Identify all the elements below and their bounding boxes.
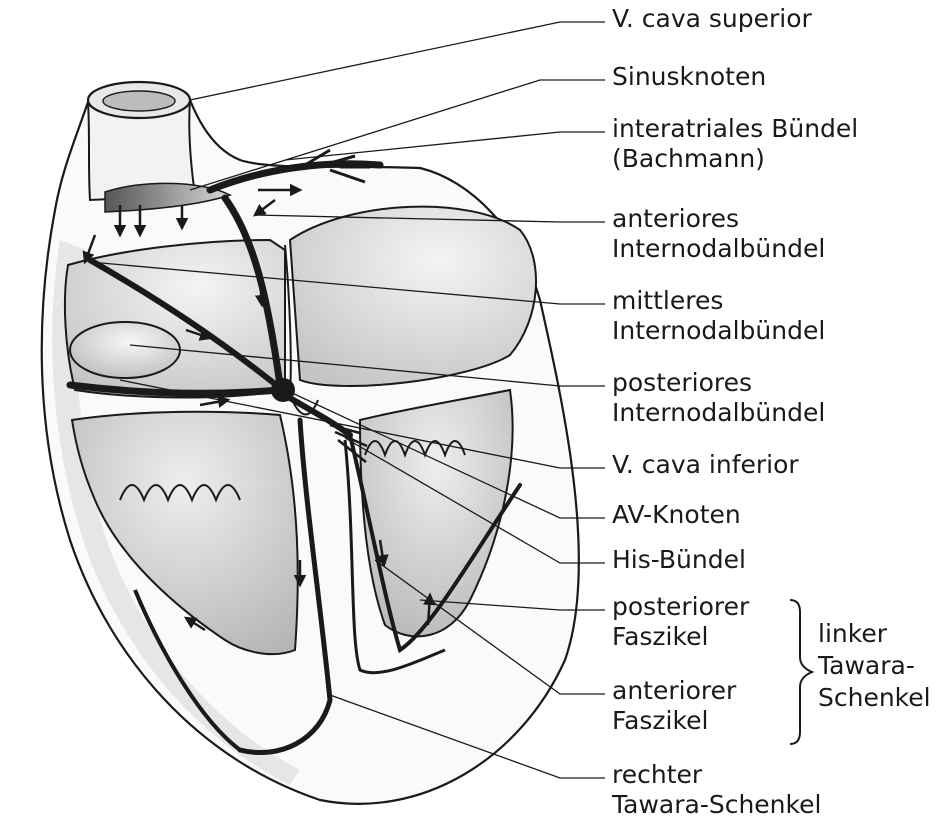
- label-anterior-internodal: anteriores Internodalbündel: [612, 204, 825, 264]
- label-sinusknoten: Sinusknoten: [612, 62, 766, 92]
- label-av-knoten: AV-Knoten: [612, 500, 741, 530]
- label-his-buendel: His-Bündel: [612, 545, 746, 575]
- label-ant-fascicle-line2: Faszikel: [612, 706, 736, 736]
- label-left-bundle-branch-group: linker Tawara- Schenkel: [818, 618, 931, 714]
- label-ant-fascicle-line1: anteriorer: [612, 676, 736, 706]
- label-middle-internodal: mittleres Internodalbündel: [612, 286, 825, 346]
- label-middle-line1: mittleres: [612, 286, 825, 316]
- label-right-bundle-branch: rechter Tawara-Schenkel: [612, 760, 821, 820]
- label-middle-line2: Internodalbündel: [612, 316, 825, 346]
- label-interatrial-bundle: interatriales Bündel (Bachmann): [612, 114, 858, 174]
- label-anterior-fascicle: anteriorer Faszikel: [612, 676, 736, 736]
- vena-cava-inferior-opening: [70, 322, 180, 378]
- group-label-line3: Schenkel: [818, 682, 931, 714]
- label-vena-cava-inferior: V. cava inferior: [612, 450, 799, 480]
- label-vena-cava-superior: V. cava superior: [612, 4, 812, 34]
- left-atrium: [290, 207, 536, 386]
- label-post-fascicle-line2: Faszikel: [612, 622, 749, 652]
- label-interatrial-line1: interatriales Bündel: [612, 114, 858, 144]
- label-rechter-line2: Tawara-Schenkel: [612, 790, 821, 820]
- label-post-fascicle-line1: posteriorer: [612, 592, 749, 622]
- group-label-line2: Tawara-: [818, 650, 931, 682]
- label-interatrial-line2: (Bachmann): [612, 144, 858, 174]
- label-anterior-line1: anteriores: [612, 204, 825, 234]
- label-posterior-fascicle: posteriorer Faszikel: [612, 592, 749, 652]
- label-posterior-internodal: posteriores Internodalbündel: [612, 368, 825, 428]
- grouping-brace: [790, 600, 812, 744]
- label-rechter-line1: rechter: [612, 760, 821, 790]
- label-posterior-line2: Internodalbündel: [612, 398, 825, 428]
- group-label-line1: linker: [818, 618, 931, 650]
- label-anterior-line2: Internodalbündel: [612, 234, 825, 264]
- label-posterior-line1: posteriores: [612, 368, 825, 398]
